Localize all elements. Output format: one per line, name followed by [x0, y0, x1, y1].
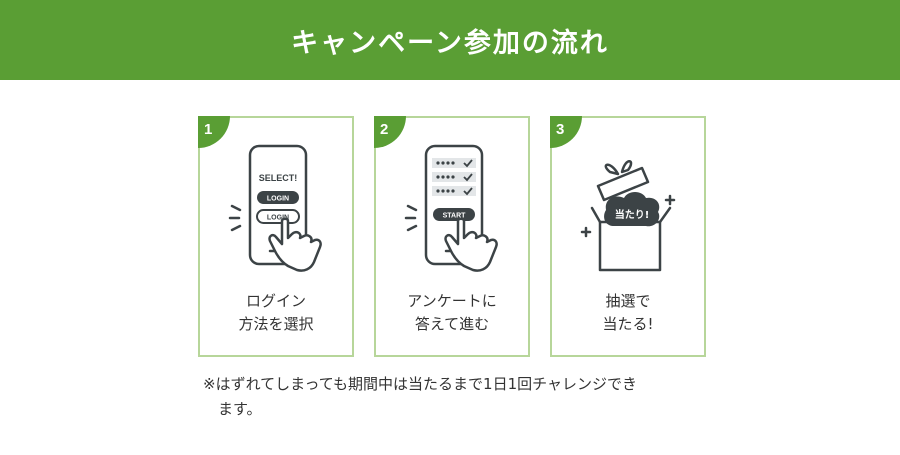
step-number: 3 [556, 121, 565, 138]
step-caption-line1: ログイン [245, 292, 306, 310]
step-caption-line2: 答えて進む [414, 315, 490, 333]
step-caption: アンケートに 答えて進む [376, 290, 528, 336]
step-corner-badge [198, 116, 230, 148]
check-icon [463, 159, 473, 168]
footnote: ※はずれてしまっても期間中は当たるまで1日1回チャレンジでき ます。 [203, 372, 723, 422]
footnote-line1: ※はずれてしまっても期間中は当たるまで1日1回チャレンジでき [203, 375, 637, 393]
login-button-primary: LOGIN [267, 196, 289, 203]
step-card-1: 1 SELECT! LOGIN LOGIN ログイン 方法を選択 [198, 116, 354, 357]
screen-title: SELECT! [259, 173, 298, 183]
footnote-line2: ます。 [218, 400, 262, 418]
step-number: 1 [204, 121, 213, 138]
smartphone-login-icon: SELECT! LOGIN LOGIN [228, 144, 322, 272]
smartphone-survey-icon: START [404, 144, 498, 272]
step-caption: 抽選で 当たる! [552, 290, 704, 336]
step-card-3: 3 当たり [550, 116, 706, 357]
survey-rows [432, 158, 476, 196]
check-icon [463, 173, 473, 182]
step-caption-line1: 抽選で [605, 292, 651, 310]
step-card-2: 2 [374, 116, 530, 357]
step-corner-badge [374, 116, 406, 148]
bubble-text: 当たり! [615, 208, 650, 221]
start-button: START [443, 213, 467, 220]
page-title: キャンペーン参加の流れ [291, 27, 609, 59]
step-corner-badge [550, 116, 582, 148]
step-caption: ログイン 方法を選択 [200, 290, 352, 336]
step-caption-line2: 当たる! [602, 315, 654, 333]
step-number: 2 [380, 121, 389, 138]
login-button-secondary: LOGIN [267, 215, 289, 222]
step-caption-line2: 方法を選択 [238, 315, 314, 333]
step-caption-line1: アンケートに [407, 292, 497, 310]
header-banner: キャンペーン参加の流れ [0, 0, 900, 80]
steps-container: 1 SELECT! LOGIN LOGIN ログイン 方法を選択 [198, 116, 706, 357]
gift-box-icon: 当たり! [580, 160, 676, 272]
check-icon [463, 187, 473, 196]
